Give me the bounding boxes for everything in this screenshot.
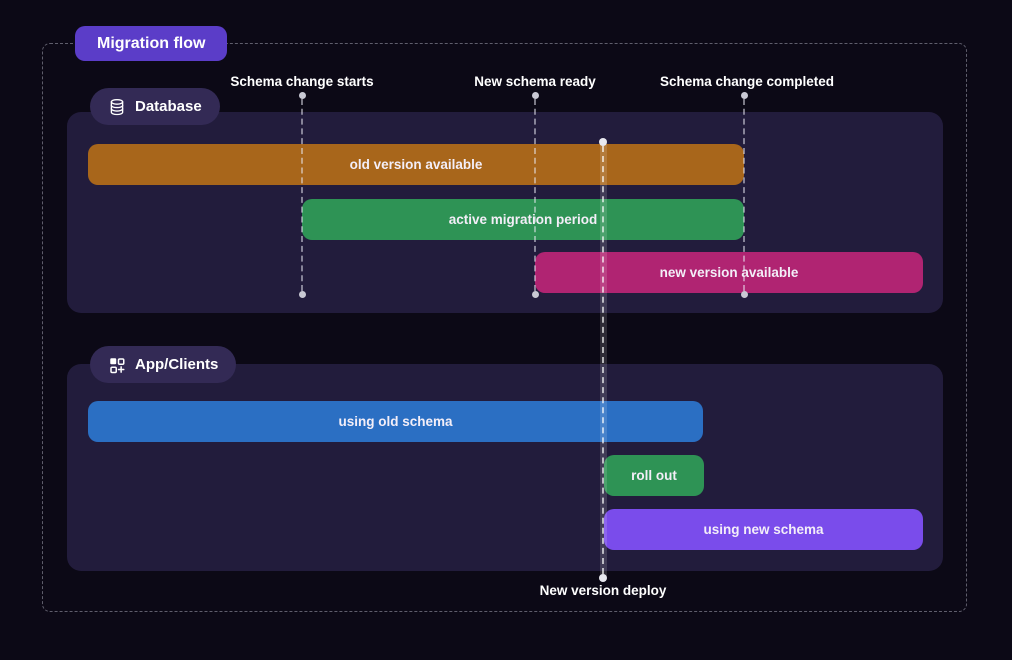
event-label-schema-change-completed: Schema change completed bbox=[659, 74, 835, 89]
bar-using-new-schema: using new schema bbox=[604, 509, 923, 550]
event-line-schema-change-starts bbox=[301, 99, 303, 291]
app-clients-lane-badge: App/Clients bbox=[90, 346, 237, 383]
bar-using-old-schema: using old schema bbox=[88, 401, 703, 442]
diagram-title-badge: Migration flow bbox=[75, 26, 228, 61]
apps-plus-icon bbox=[108, 356, 126, 374]
diagram-dashed-frame bbox=[42, 43, 967, 612]
deploy-dot-top bbox=[599, 138, 607, 146]
database-lane-badge: Database bbox=[90, 88, 220, 125]
event-dot-top bbox=[531, 92, 539, 99]
event-label-new-version-deploy: New version deploy bbox=[539, 583, 667, 598]
event-line-schema-change-completed bbox=[743, 99, 745, 291]
event-label-new-schema-ready: New schema ready bbox=[474, 74, 596, 89]
event-dot-top bbox=[298, 92, 306, 99]
deploy-line bbox=[602, 146, 604, 574]
event-line-new-schema-ready bbox=[534, 99, 536, 291]
event-dot-bottom bbox=[531, 291, 539, 298]
deploy-dot-bottom bbox=[599, 574, 607, 582]
bar-old-version-available: old version available bbox=[88, 144, 744, 185]
event-label-schema-change-starts: Schema change starts bbox=[230, 74, 374, 89]
database-lane-label: Database bbox=[135, 98, 202, 115]
event-dot-bottom bbox=[740, 291, 748, 298]
bar-roll-out: roll out bbox=[604, 455, 704, 496]
app-clients-lane-label: App/Clients bbox=[135, 356, 219, 373]
database-icon bbox=[108, 98, 126, 116]
event-dot-bottom bbox=[298, 291, 306, 298]
bar-active-migration-period: active migration period bbox=[302, 199, 744, 240]
event-dot-top bbox=[740, 92, 748, 99]
bar-new-version-available: new version available bbox=[535, 252, 923, 293]
